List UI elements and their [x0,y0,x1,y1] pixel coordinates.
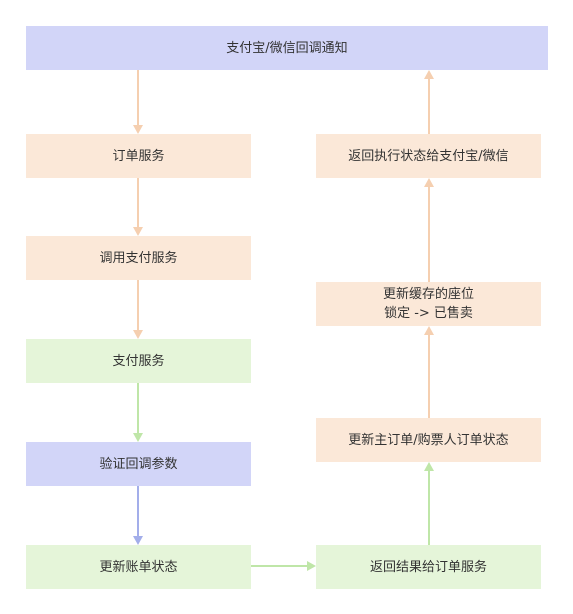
return-exec-label: 返回执行状态给支付宝/微信 [348,148,509,164]
arrowhead-pay-service-to-verify [133,433,143,442]
arrowhead-return-result-to-update-order [424,462,434,471]
pay-service-node: 支付服务 [26,339,251,383]
update-account-label: 更新账单状态 [99,559,178,575]
order-service-node: 订单服务 [26,134,251,178]
arrowhead-update-account-to-return-result [307,561,316,571]
arrowhead-verify-to-update-account [133,536,143,545]
return-result-node: 返回结果给订单服务 [316,545,541,589]
arrowhead-call-pay-to-pay-service [133,330,143,339]
arrowhead-callback-to-order-service [133,125,143,134]
update-order-label: 更新主订单/购票人订单状态 [348,432,509,448]
return-result-label: 返回结果给订单服务 [369,559,487,575]
callback-node: 支付宝/微信回调通知 [26,26,548,70]
verify-label: 验证回调参数 [99,456,178,472]
call-pay-label: 调用支付服务 [99,250,178,266]
update-cache-line-1: 更新缓存的座位 [382,287,474,302]
arrowhead-order-service-to-call-pay [133,227,143,236]
order-service-label: 订单服务 [112,148,165,164]
return-exec-node: 返回执行状态给支付宝/微信 [316,134,541,178]
update-order-node: 更新主订单/购票人订单状态 [316,418,541,462]
callback-label: 支付宝/微信回调通知 [226,40,348,56]
verify-node: 验证回调参数 [26,442,251,486]
arrowhead-update-order-to-update-cache [424,326,434,335]
arrowhead-return-exec-to-callback [424,70,434,79]
pay-service-label: 支付服务 [112,353,165,369]
call-pay-node: 调用支付服务 [26,236,251,280]
update-cache-node: 更新缓存的座位 锁定 -> 已售卖 [316,282,541,326]
update-account-node: 更新账单状态 [26,545,251,589]
update-cache-line-2: 锁定 -> 已售卖 [384,306,473,321]
arrowhead-update-cache-to-return-exec [424,178,434,187]
